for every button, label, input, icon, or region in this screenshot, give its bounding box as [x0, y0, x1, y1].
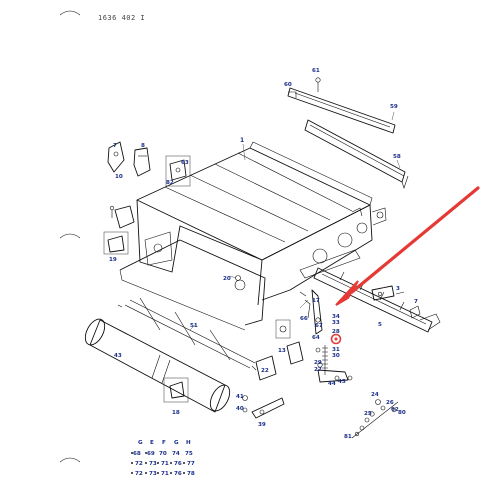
label-30: 30: [332, 353, 340, 359]
label-58: 58: [393, 154, 401, 160]
bar-assembly-51: [117, 297, 257, 371]
label-26: 26: [386, 400, 394, 406]
legend-col-h: H: [186, 440, 191, 446]
legend-r3-c1: 72: [135, 471, 143, 477]
label-43: 43: [114, 353, 122, 359]
label-13: 13: [278, 348, 286, 354]
block-7: [409, 305, 421, 319]
label-82: 82: [166, 180, 174, 186]
legend-r2-c1: 72: [135, 461, 143, 467]
legend-r3-c2: 73: [149, 471, 157, 477]
legend-col-g2: G: [174, 440, 179, 446]
label-8: 8: [141, 143, 145, 149]
main-frame: [119, 141, 387, 331]
label-22: 22: [261, 368, 269, 374]
legend-r2-c3: 71: [161, 461, 169, 467]
hardware-stack: [351, 399, 399, 439]
binder-hole-marks: [59, 10, 81, 463]
legend-r1-c4: 74: [172, 451, 180, 457]
label-45: 45: [338, 379, 346, 385]
document-code: 1636 402 I: [98, 14, 146, 22]
legend-col-f: F: [162, 440, 166, 446]
boxed-part-19: [103, 231, 129, 255]
label-19: 19: [109, 257, 117, 263]
label-25: 25: [364, 411, 372, 417]
label-44: 44: [328, 381, 336, 387]
label-41: 41: [236, 394, 244, 400]
label-31: 31: [332, 347, 340, 353]
label-1: 1: [240, 137, 244, 144]
legend-r2-c2: 73: [149, 461, 157, 467]
label-39: 39: [258, 422, 266, 428]
label-7a: 7: [113, 143, 117, 149]
label-80: 80: [398, 410, 406, 416]
legend-r2-c5: 77: [187, 461, 195, 467]
boxed-part-18: [163, 377, 189, 403]
legend-r1-c3: 70: [159, 451, 167, 457]
label-20: 20: [223, 276, 231, 282]
plate-22: [286, 341, 304, 365]
legend-r2-c4: 76: [174, 461, 182, 467]
angle-rail-58: [304, 119, 409, 189]
lever-39: [242, 395, 285, 419]
label-10: 10: [115, 174, 123, 180]
label-18: 18: [172, 410, 180, 416]
top-rail-59: [287, 87, 396, 134]
label-61: 61: [312, 68, 320, 74]
label-17: 17: [312, 298, 320, 304]
legend-r3-c3: 71: [161, 471, 169, 477]
label-5: 5: [378, 322, 382, 328]
legend-r1-c5: 75: [185, 451, 193, 457]
label-62: 62: [391, 407, 399, 413]
label-7b: 7: [414, 299, 418, 305]
label-60: 60: [284, 82, 292, 88]
label-3: 3: [396, 286, 400, 292]
legend-r1-c2: 69: [147, 451, 155, 457]
bracket-10: [107, 141, 125, 173]
label-66: 66: [300, 316, 308, 322]
highlighted-part-64: [330, 333, 342, 345]
label-67: 67: [315, 323, 323, 329]
bracket-20: [235, 275, 241, 281]
variant-legend: G E F G H 68 69 70 74 75 72 73 71 76 77 …: [131, 440, 195, 477]
red-pointer-arrow: [335, 186, 480, 306]
bolt-60-61: [288, 77, 321, 98]
legend-col-g1: G: [138, 440, 143, 446]
bracket-8: [133, 147, 151, 177]
label-28: 28: [332, 329, 340, 335]
roller-43: [84, 318, 231, 413]
legend-r1-c1: 68: [133, 451, 141, 457]
label-63: 63: [181, 160, 189, 166]
leader-lines: [189, 111, 401, 331]
boxed-part-65: [275, 319, 291, 339]
label-24: 24: [371, 392, 379, 398]
legend-r3-c4: 76: [174, 471, 182, 477]
clip-9: [109, 205, 135, 229]
label-40: 40: [236, 406, 244, 412]
legend-col-e: E: [150, 440, 154, 446]
bracket-3: [371, 285, 405, 301]
label-51: 51: [190, 323, 198, 329]
boxed-part-62: [165, 155, 191, 187]
part-labels: 1 61 60 59 58 7 8 10 63 82 19 20 43 51 1…: [109, 68, 418, 440]
label-29: 29: [314, 360, 322, 366]
plate-13: [255, 355, 277, 381]
label-27: 27: [314, 367, 322, 373]
label-33: 33: [332, 320, 340, 326]
spring-linkage-assembly: [299, 289, 353, 383]
label-64: 64: [312, 335, 320, 341]
legend-bullets: [131, 452, 185, 474]
label-34: 34: [332, 314, 340, 320]
label-81: 81: [344, 434, 352, 440]
label-59: 59: [390, 104, 398, 110]
legend-r3-c5: 78: [187, 471, 195, 477]
